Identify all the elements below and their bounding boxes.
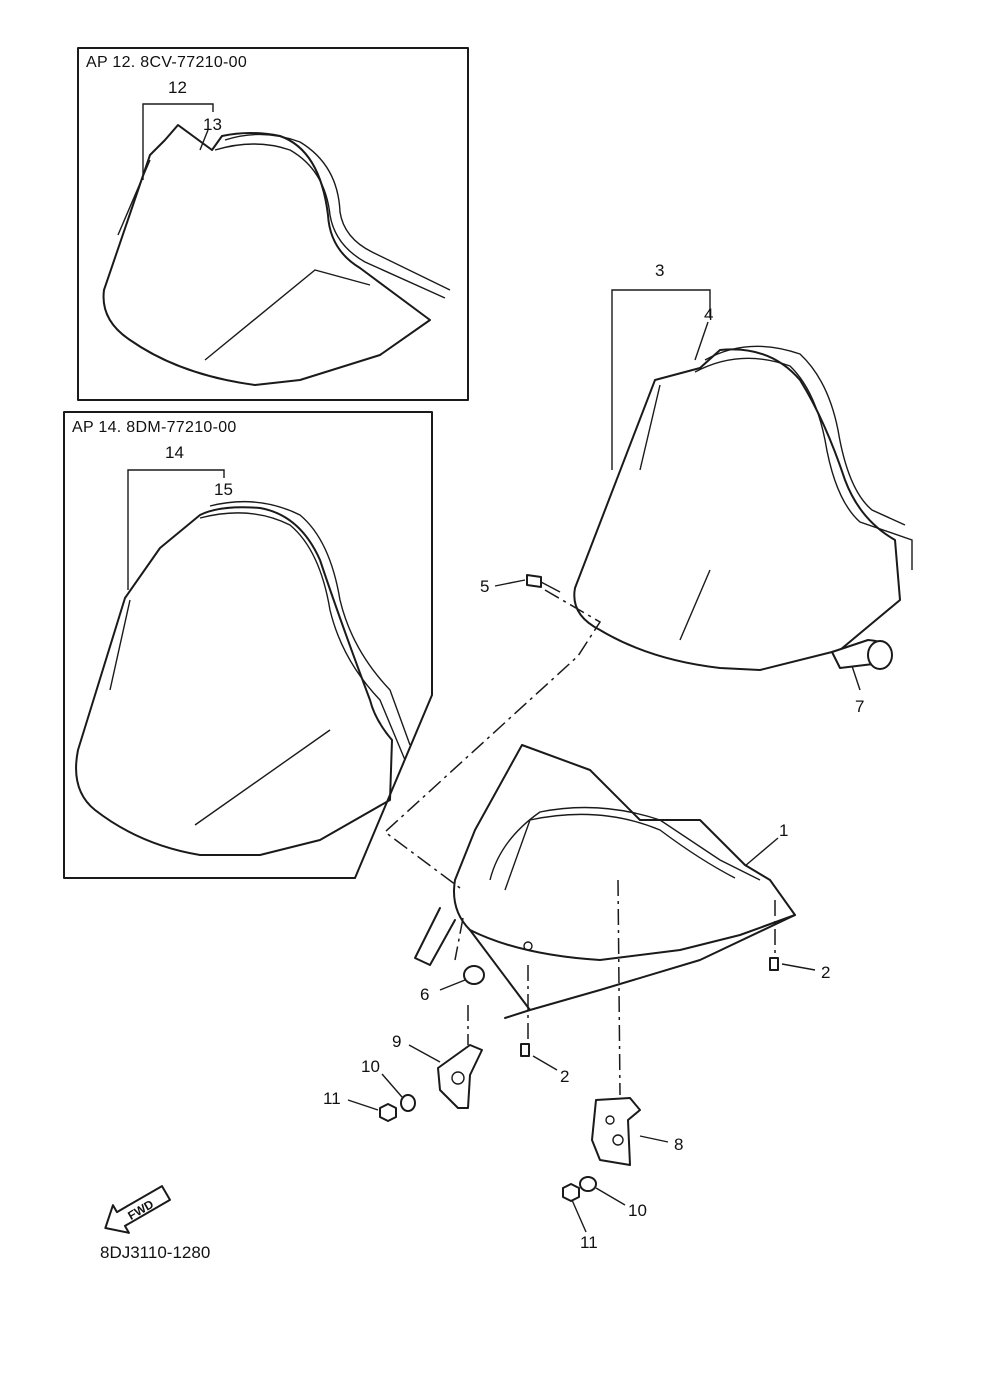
callout-8: 8 bbox=[674, 1135, 683, 1154]
inset-ap12: AP 12. 8CV-77210-00 bbox=[77, 47, 469, 401]
alignment-lines bbox=[383, 589, 776, 1096]
knob-7 bbox=[831, 639, 893, 670]
callout-2a: 2 bbox=[821, 963, 830, 982]
windscreen-3-assembly bbox=[573, 289, 913, 671]
cowling-1 bbox=[414, 744, 796, 1019]
windscreen-14-outline bbox=[75, 506, 393, 856]
callouts: 12 13 14 15 3 4 5 7 1 2 6 9 2 10 11 8 10… bbox=[165, 78, 864, 1252]
callout-14: 14 bbox=[165, 443, 184, 462]
callout-3: 3 bbox=[655, 261, 664, 280]
washer-10-left bbox=[400, 1094, 416, 1112]
cowling-outline bbox=[453, 744, 796, 961]
callout-10b: 10 bbox=[628, 1201, 647, 1220]
callout-10a: 10 bbox=[361, 1057, 380, 1076]
nut-11-right bbox=[562, 1183, 580, 1202]
screw-2-center bbox=[520, 1043, 530, 1057]
fwd-arrow: FWD bbox=[104, 1185, 171, 1234]
callout-12: 12 bbox=[168, 78, 187, 97]
diagram-code: 8DJ3110-1280 bbox=[100, 1243, 210, 1262]
nut-11-left bbox=[379, 1103, 397, 1122]
callout-1: 1 bbox=[779, 821, 788, 840]
windscreen-12-outline bbox=[102, 124, 431, 386]
washer-10-right bbox=[579, 1176, 597, 1192]
callout-4: 4 bbox=[704, 305, 713, 324]
bracket-9 bbox=[437, 1044, 483, 1109]
screw-2-right bbox=[769, 957, 779, 971]
callout-2b: 2 bbox=[560, 1067, 569, 1086]
inset-ap12-title: AP 12. 8CV-77210-00 bbox=[86, 54, 247, 71]
inset-ap14-title: AP 14. 8DM-77210-00 bbox=[72, 419, 237, 436]
leader-lines bbox=[347, 579, 861, 1233]
callout-7: 7 bbox=[855, 697, 864, 716]
callout-11a: 11 bbox=[323, 1089, 341, 1108]
screw-5 bbox=[526, 574, 561, 593]
callout-5: 5 bbox=[480, 577, 489, 596]
inset-ap14: AP 14. 8DM-77210-00 bbox=[63, 411, 433, 879]
callout-6: 6 bbox=[420, 985, 429, 1004]
callout-15: 15 bbox=[214, 480, 233, 499]
callout-11b: 11 bbox=[580, 1233, 598, 1252]
windscreen-3-outline bbox=[573, 348, 901, 671]
callout-9: 9 bbox=[392, 1032, 401, 1051]
bracket-8 bbox=[591, 1097, 641, 1166]
grommet-6 bbox=[463, 965, 485, 985]
callout-13: 13 bbox=[203, 115, 222, 134]
